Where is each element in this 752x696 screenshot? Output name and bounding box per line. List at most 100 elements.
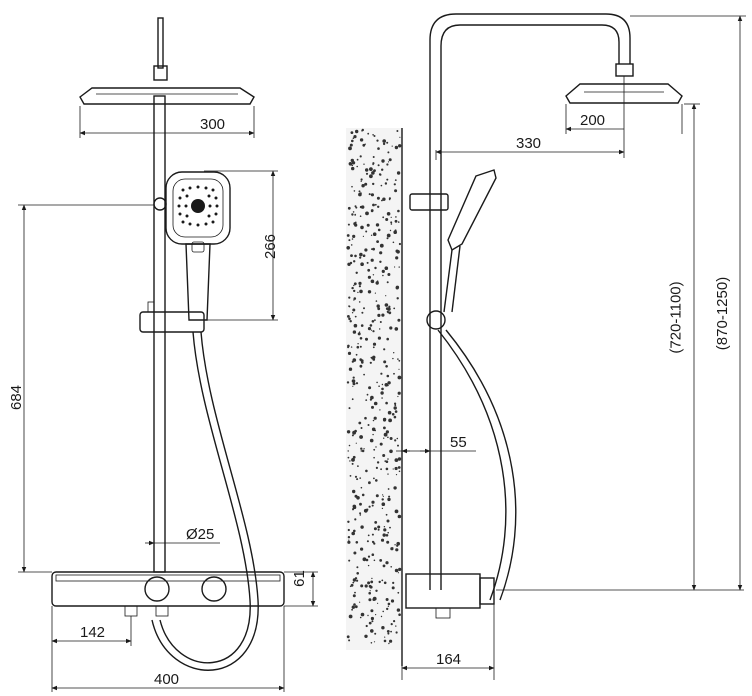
wall-speckle — [352, 504, 357, 509]
wall-speckle — [359, 289, 363, 294]
wall-speckle — [348, 317, 351, 321]
side-hose — [445, 329, 517, 601]
wall-speckle — [380, 468, 382, 471]
wall-speckle — [356, 165, 359, 168]
wall-speckle — [388, 418, 392, 423]
wall-speckle — [375, 589, 378, 592]
wall-speckle — [351, 605, 355, 609]
wall-speckle — [365, 399, 368, 401]
wall-speckle — [394, 404, 397, 407]
wall-speckle — [346, 430, 351, 434]
wall-speckle — [384, 636, 386, 638]
wall-speckle — [397, 591, 400, 594]
dim-handshower-height: 266 — [262, 234, 279, 259]
wall-speckle — [362, 143, 366, 147]
wall-speckle — [347, 262, 351, 266]
wall-speckle — [351, 213, 354, 216]
wall-speckle — [354, 475, 358, 478]
dim-inlet-offset: 142 — [80, 624, 105, 641]
wall-speckle — [354, 315, 357, 318]
wall-speckle — [372, 274, 375, 276]
wall-speckle — [388, 311, 392, 315]
wall-speckle — [398, 242, 401, 246]
wall-speckle — [370, 580, 374, 584]
wall-speckle — [395, 249, 399, 253]
wall-speckle — [352, 578, 357, 582]
wall-speckle — [352, 330, 357, 334]
wall-speckle — [355, 353, 358, 356]
wall-speckle — [360, 178, 363, 181]
wall-speckle — [392, 581, 395, 585]
wall-speckle — [372, 342, 377, 346]
wall-speckle — [370, 193, 374, 197]
wall-speckle — [358, 190, 361, 193]
wall-speckle — [385, 534, 389, 537]
wall-speckle — [375, 494, 379, 498]
wall-speckle — [393, 307, 396, 310]
wall-speckle — [367, 581, 371, 585]
side-thermostatic-mixer — [405, 573, 481, 609]
wall-speckle — [354, 518, 357, 521]
wall-speckle — [377, 307, 381, 311]
wall-speckle — [365, 624, 368, 628]
wall-speckle — [393, 230, 398, 234]
wall-speckle — [389, 449, 393, 454]
wall-speckle — [373, 135, 376, 137]
wall-speckle — [398, 359, 401, 362]
wall-speckle — [394, 327, 399, 331]
wall-speckle — [364, 143, 366, 145]
wall-speckle — [370, 642, 373, 644]
wall-speckle — [353, 135, 357, 139]
wall-speckle — [387, 273, 391, 276]
wall-speckle — [369, 398, 372, 401]
wall-speckle — [347, 536, 351, 539]
wall-speckle — [392, 468, 394, 470]
wall-speckle — [355, 541, 359, 544]
wall-speckle — [359, 331, 361, 333]
wall-speckle — [387, 436, 389, 439]
wall-speckle — [370, 609, 374, 613]
wall-speckle — [379, 442, 383, 446]
dim-total-height: 684 — [8, 385, 25, 410]
wall-speckle — [395, 286, 399, 290]
wall-speckle — [383, 639, 387, 643]
wall-speckle — [363, 373, 365, 376]
wall-speckle — [353, 282, 357, 286]
wall-speckle — [366, 393, 369, 396]
wall-speckle — [372, 134, 374, 136]
wall-speckle — [361, 184, 365, 188]
wall-speckle — [366, 261, 369, 264]
wall-speckle — [349, 143, 353, 147]
wall-speckle — [377, 336, 381, 340]
wall-speckle — [374, 203, 377, 206]
wall-speckle — [360, 547, 364, 551]
wall-speckle — [364, 182, 368, 186]
wall-speckle — [373, 477, 375, 480]
front-right-knob — [201, 576, 227, 602]
wall-speckle — [362, 235, 364, 237]
wall-speckle — [353, 284, 355, 287]
wall-speckle — [396, 437, 399, 440]
wall-speckle — [371, 320, 375, 323]
wall-speckle — [375, 614, 377, 616]
wall-speckle — [367, 564, 370, 567]
wall-speckle — [368, 386, 372, 390]
wall-speckle — [374, 521, 378, 524]
wall-speckle — [367, 534, 370, 537]
wall-speckle — [387, 632, 390, 635]
wall-speckle — [352, 137, 355, 139]
wall-speckle — [349, 585, 352, 588]
wall-speckle — [371, 405, 374, 409]
dim-head-diameter-front: 300 — [200, 116, 225, 133]
wall-speckle — [382, 454, 386, 457]
wall-speckle — [354, 213, 357, 216]
wall-speckle — [371, 357, 374, 360]
wall-speckle — [378, 580, 381, 584]
wall-speckle — [383, 528, 387, 532]
wall-speckle — [350, 131, 354, 135]
wall-speckle — [374, 632, 377, 635]
wall-speckle — [353, 551, 357, 555]
wall-speckle — [381, 313, 385, 317]
wall-speckle — [385, 295, 387, 297]
side-dimensions: 330 200 55 (720-1100) (870-1250) 164 — [396, 15, 746, 680]
